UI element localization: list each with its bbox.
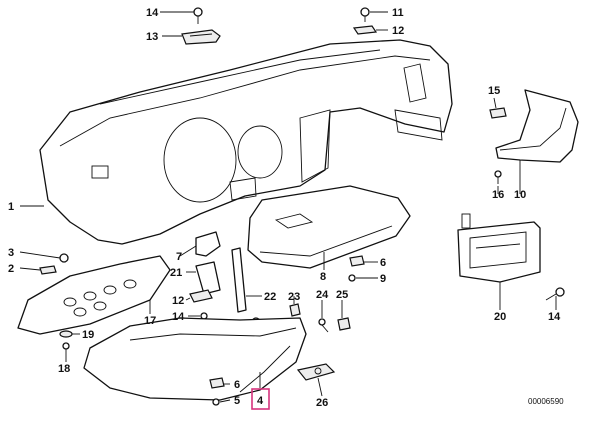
highlight-box-4 [251,388,270,410]
clip-23 [289,303,301,317]
clip-6-right [349,255,365,267]
callout-6-right[interactable]: 6 [380,257,386,269]
storage-tray-8 [247,185,411,269]
callout-6-bottom[interactable]: 6 [234,379,240,391]
callout-7[interactable]: 7 [176,251,182,263]
screw-5 [212,398,220,406]
clip-6-bottom [209,377,225,389]
screw-16 [494,170,502,184]
callout-20[interactable]: 20 [494,311,506,323]
callout-2[interactable]: 2 [8,263,14,275]
trim-cover-10 [495,89,579,163]
callout-15[interactable]: 15 [488,85,500,97]
callout-14-right[interactable]: 14 [548,311,561,323]
callout-22[interactable]: 22 [264,291,276,303]
callout-5[interactable]: 5 [234,395,240,407]
clip-15 [489,107,507,119]
radio-bracket-20 [457,213,541,283]
bracket-21 [195,261,221,295]
diagram-number: 00006590 [528,397,564,406]
callout-11[interactable]: 11 [392,7,404,19]
lower-cover-17 [17,255,171,335]
callout-4[interactable]: 4 [257,395,264,407]
callout-9[interactable]: 9 [380,273,386,285]
callout-23[interactable]: 23 [288,291,300,303]
callout-1[interactable]: 1 [8,201,14,213]
screw-2 [39,265,57,275]
callout-12-middle[interactable]: 12 [172,295,184,307]
callout-19[interactable]: 19 [82,329,94,341]
screw-9 [348,274,356,282]
bracket-22 [231,247,247,313]
clip-12-middle [189,289,213,303]
knee-trim-panel-4 [83,317,307,401]
callout-labels: 14 13 11 12 1 3 2 7 21 12 14 22 23 8 6 9… [8,7,564,410]
clip-25 [337,317,351,331]
callout-16[interactable]: 16 [492,189,504,201]
callout-14-top[interactable]: 14 [146,7,159,19]
callout-18[interactable]: 18 [58,363,70,375]
callout-8[interactable]: 8 [320,271,326,283]
lamp-housing-26 [296,363,336,381]
screw-24 [318,318,329,333]
callout-21[interactable]: 21 [170,267,182,279]
bracket-7 [195,231,221,257]
screw-14-right [545,287,565,301]
dashboard-panel [39,39,453,245]
clip-12-top [352,25,378,35]
callout-24[interactable]: 24 [316,289,329,301]
screw-18 [62,342,70,356]
callout-12-top[interactable]: 12 [392,25,404,37]
callout-3[interactable]: 3 [8,247,14,259]
screw-14-top [193,7,203,24]
leader-lines [19,11,557,403]
callout-13[interactable]: 13 [146,31,158,43]
callout-10[interactable]: 10 [514,189,526,201]
callout-17[interactable]: 17 [144,315,156,327]
callout-26[interactable]: 26 [316,397,328,409]
callout-25[interactable]: 25 [336,289,348,301]
callout-14-middle[interactable]: 14 [172,311,185,323]
clip-19 [59,330,73,338]
clip-13 [181,29,221,45]
screw-11 [360,7,370,22]
nut-3 [59,253,69,263]
